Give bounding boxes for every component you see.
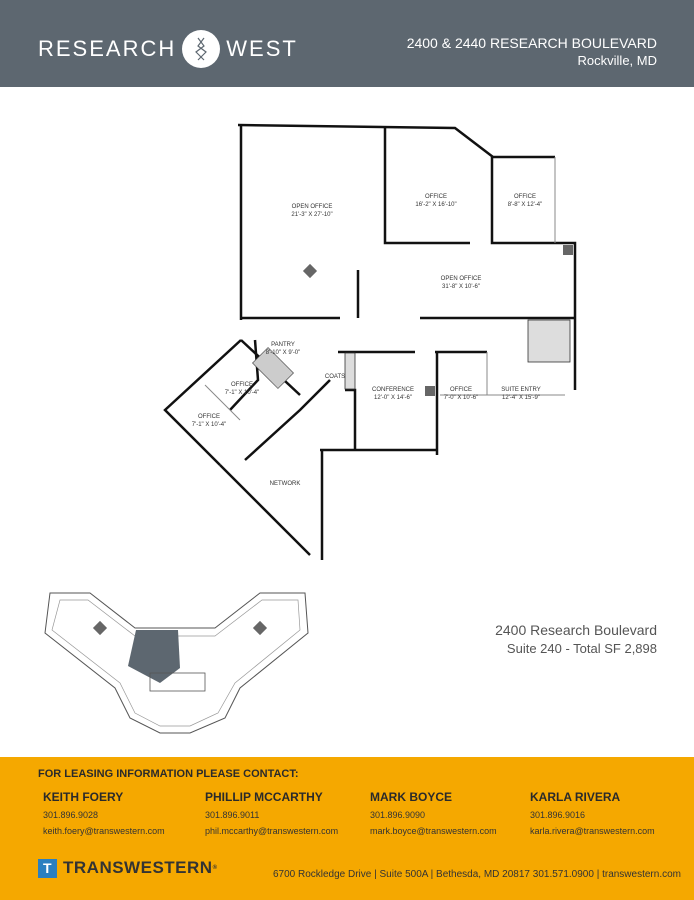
- header: RESEARCH WEST 2400 & 2440 RESEARCH BOULE…: [0, 0, 694, 87]
- contact-phone[interactable]: 301.896.9028: [43, 810, 99, 820]
- millwork: [527, 319, 571, 363]
- contact-name: PHILLIP MCCARTHY: [205, 790, 323, 804]
- contact-email[interactable]: mark.boyce@transwestern.com: [370, 826, 497, 836]
- research-west-logo: RESEARCH WEST: [38, 30, 298, 68]
- contact-name: MARK BOYCE: [370, 790, 453, 804]
- registered-mark: ®: [212, 865, 218, 871]
- property-city: Rockville, MD: [577, 53, 657, 68]
- contact-email[interactable]: keith.foery@transwestern.com: [43, 826, 165, 836]
- contact-card: KARLA RIVERA 301.896.9016 karla.rivera@t…: [530, 790, 655, 842]
- room-label: NETWORK: [269, 481, 301, 487]
- column-icon: [563, 245, 573, 255]
- column-icon: [425, 386, 435, 396]
- company-address: 6700 Rockledge Drive | Suite 500A | Beth…: [272, 869, 681, 880]
- transwestern-logo: T TRANSWESTERN®: [38, 858, 217, 878]
- logo-right-text: WEST: [226, 36, 298, 61]
- transwestern-t-icon: T: [38, 858, 57, 878]
- contact-email[interactable]: phil.mccarthy@transwestern.com: [205, 826, 339, 836]
- suite-details: Suite 240 - Total SF 2,898: [506, 641, 657, 656]
- contact-name: KARLA RIVERA: [530, 790, 621, 804]
- room-label: COATS: [324, 374, 346, 380]
- contact-card: PHILLIP MCCARTHY 301.896.9011 phil.mccar…: [205, 790, 338, 842]
- contact-heading: FOR LEASING INFORMATION PLEASE CONTACT:: [38, 768, 299, 780]
- building-name: 2400 Research Boulevard: [495, 622, 657, 638]
- contact-name: KEITH FOERY: [43, 790, 124, 804]
- contact-phone[interactable]: 301.896.9016: [530, 810, 586, 820]
- contact-card: MARK BOYCE 301.896.9090 mark.boyce@trans…: [370, 790, 497, 842]
- logo-mark-icon: [182, 30, 221, 68]
- contact-email[interactable]: karla.rivera@transwestern.com: [530, 826, 655, 836]
- contact-phone[interactable]: 301.896.9011: [205, 810, 260, 820]
- property-address: 2400 & 2440 RESEARCH BOULEVARD: [406, 35, 657, 51]
- column-icon: [302, 263, 318, 279]
- logo-left-text: RESEARCH: [38, 36, 177, 61]
- pantry-counter: [252, 347, 294, 389]
- suite-highlight: [128, 630, 180, 683]
- company-name: TRANSWESTERN: [63, 858, 213, 877]
- coats-closet: [344, 352, 356, 390]
- contact-phone[interactable]: 301.896.9090: [370, 810, 426, 820]
- footer: FOR LEASING INFORMATION PLEASE CONTACT: …: [0, 757, 694, 900]
- contact-card: KEITH FOERY 301.896.9028 keith.foery@tra…: [43, 790, 165, 842]
- key-plan: [44, 592, 309, 734]
